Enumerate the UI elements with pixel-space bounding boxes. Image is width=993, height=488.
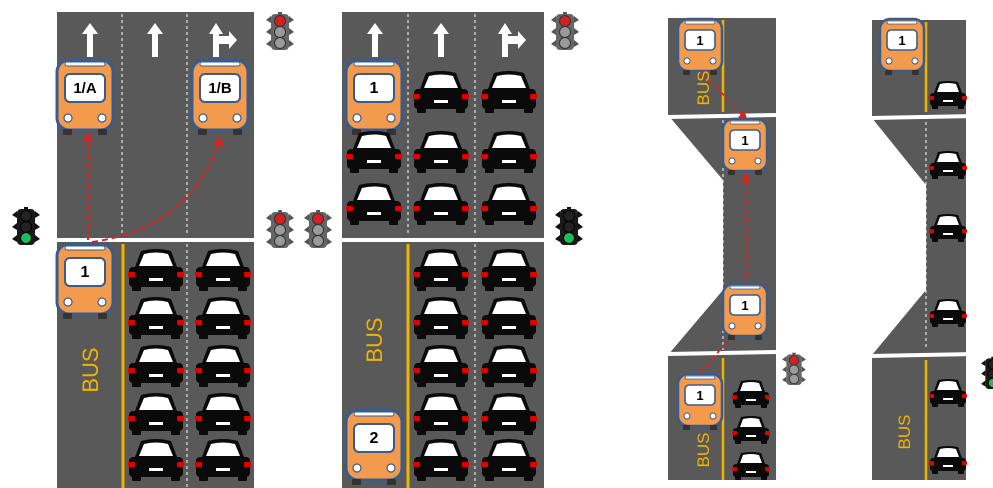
bus-lane-marking: BUS [362, 317, 387, 362]
bus-label: 1/A [73, 80, 97, 97]
stop-line [668, 115, 776, 117]
bus-label: 1 [696, 33, 703, 48]
bus-lane-marking: BUS [694, 71, 713, 106]
bus: 1 [880, 19, 924, 75]
traffic-light-red [266, 12, 294, 50]
bus-label: 1 [696, 388, 703, 403]
traffic-light-green [555, 207, 583, 245]
traffic-light-green-partial [981, 357, 993, 389]
traffic-light-green [12, 207, 40, 245]
traffic-light-red [266, 210, 294, 248]
bus-lane-marking: BUS [895, 415, 914, 450]
panel-1: 1/A 1/B 1 BUS [12, 12, 332, 488]
bus-label: 1 [81, 264, 90, 281]
bus-label: 1 [370, 80, 379, 97]
panel-2: 1 2 BUS [342, 12, 583, 488]
bus-label: 1 [741, 133, 748, 148]
bus: 1 [723, 284, 767, 340]
stop-line [872, 354, 976, 356]
bus: 1 [57, 244, 113, 319]
stop-line [668, 352, 776, 354]
bus: 1/A [57, 60, 113, 135]
panel-3: 1 1 1 1 BUS BUS [668, 18, 806, 480]
bus-lane-marking: BUS [694, 433, 713, 468]
bus: 1 [678, 374, 722, 430]
bus: 2 [346, 410, 402, 485]
bus: 1 [346, 60, 402, 135]
stop-line [872, 116, 976, 118]
bus: 1 [723, 119, 767, 175]
traffic-light-red [551, 12, 579, 50]
bus-lane-marking: BUS [78, 347, 103, 392]
bus-label: 1/B [208, 80, 232, 97]
traffic-light-red [304, 210, 332, 248]
panel-4: 1 BUS [872, 19, 993, 480]
bus: 1 [678, 19, 722, 75]
traffic-light-red [782, 353, 806, 385]
bus-label: 1 [898, 33, 905, 48]
bus-label: 2 [370, 430, 379, 447]
bus-label: 1 [741, 298, 748, 313]
bus: 1/B [192, 60, 248, 135]
